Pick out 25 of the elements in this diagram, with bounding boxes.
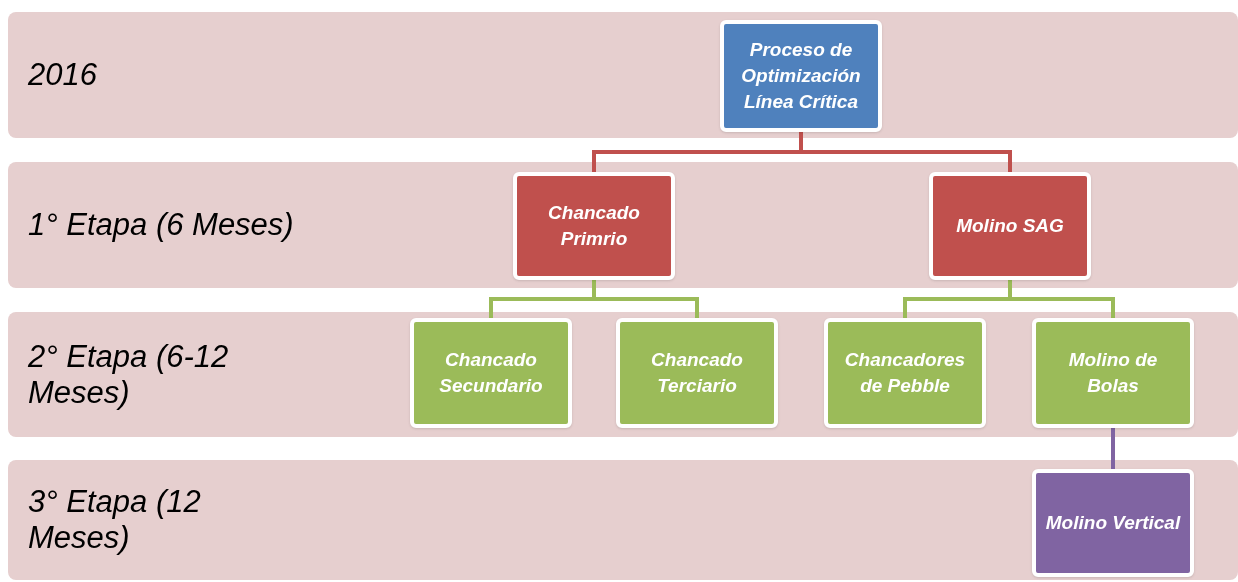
process-box <box>720 20 882 132</box>
stage-label: 1° Etapa (6 Meses) <box>28 207 295 243</box>
stage-label: 2016 <box>28 57 98 93</box>
process-label: Proceso de Optimización Línea Crítica <box>740 38 862 114</box>
process-label: Chancado Terciario <box>650 348 744 398</box>
process-box <box>1032 469 1194 577</box>
stage-band <box>8 12 1238 138</box>
stage-band <box>8 312 1238 437</box>
process-box <box>513 172 675 280</box>
process-box <box>929 172 1091 280</box>
stage-band <box>8 162 1238 288</box>
process-box <box>616 318 778 428</box>
process-label: Chancado Secundario <box>438 348 544 398</box>
process-label: Molino de Bolas <box>1067 348 1159 398</box>
process-box <box>1032 318 1194 428</box>
process-box <box>824 318 986 428</box>
process-box <box>410 318 572 428</box>
process-label: Molino Vertical <box>1045 511 1181 535</box>
process-label: Chancado Primrio <box>547 201 641 251</box>
stage-band <box>8 460 1238 580</box>
stage-label: 2° Etapa (6-12 Meses) <box>28 338 230 411</box>
connector-line <box>1111 428 1115 469</box>
process-label: Chancadores de Pebble <box>843 348 967 398</box>
stage-label: 3° Etapa (12 Meses) <box>28 484 202 556</box>
process-label: Molino SAG <box>956 214 1064 238</box>
